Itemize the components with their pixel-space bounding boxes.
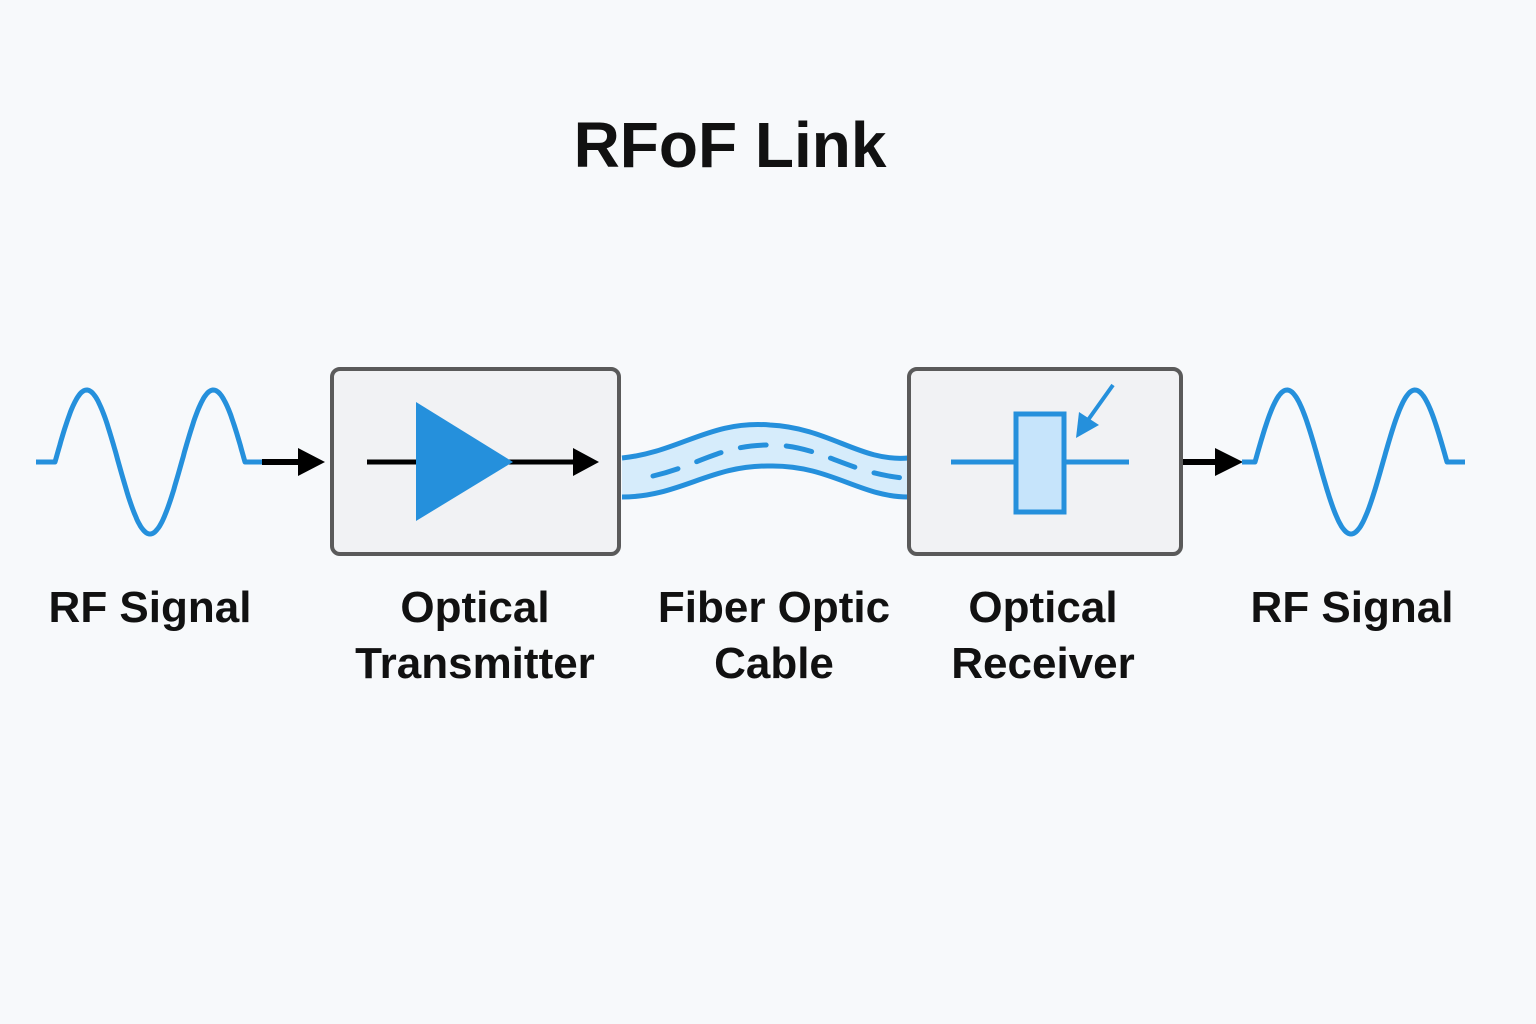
label-optical-receiver: Optical Receiver	[883, 580, 1203, 692]
light-incident-arrow-icon	[1076, 383, 1115, 438]
label-optical-transmitter: Optical Transmitter	[315, 580, 635, 692]
label-line: Fiber Optic	[657, 583, 891, 632]
output-arrow	[1183, 448, 1243, 476]
optical-receiver-box	[907, 367, 1183, 556]
input-arrow	[262, 448, 325, 476]
amplifier-triangle-icon	[416, 402, 513, 521]
label-line: Optical	[968, 583, 1118, 632]
label-line: RF Signal	[48, 583, 252, 632]
label-fiber-optic-cable: Fiber Optic Cable	[614, 580, 934, 692]
label-line: RF Signal	[1250, 583, 1454, 632]
label-line: Transmitter	[355, 639, 595, 688]
label-line: Cable	[714, 639, 834, 688]
label-rf-signal-input: RF Signal	[0, 580, 310, 636]
label-rf-signal-output: RF Signal	[1192, 580, 1512, 636]
photodiode-icon	[1013, 411, 1067, 515]
label-line: Receiver	[951, 639, 1135, 688]
fiber-cable-icon	[621, 421, 909, 500]
rf-output-sine-wave-icon	[1242, 387, 1465, 537]
optical-transmitter-box	[330, 367, 621, 556]
label-line: Optical	[400, 583, 550, 632]
signal-arrow-head	[573, 448, 599, 476]
diagram-title: RFoF Link	[573, 109, 887, 181]
rf-input-sine-wave-icon	[36, 387, 262, 537]
